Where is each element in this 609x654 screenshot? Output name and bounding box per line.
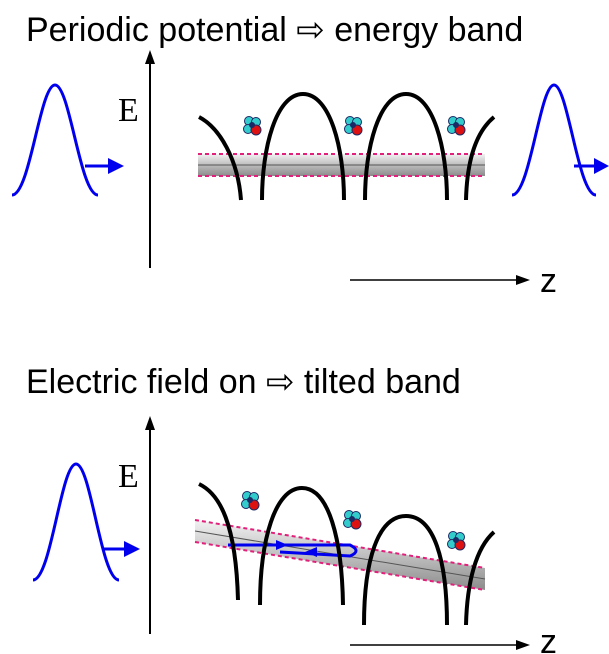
panel-bottom-title: Electric field on ⇨ tilted band: [26, 363, 461, 401]
z-axis-label: z: [540, 623, 557, 654]
oscillation-trajectory: [228, 540, 358, 558]
tilted-periodic-potential: [198, 482, 496, 626]
wave-packet-transmitted: [511, 83, 609, 197]
energy-axis: [145, 50, 155, 268]
wave-packet-incoming: [32, 462, 140, 582]
z-axis-label: z: [540, 262, 557, 300]
atom-icon: [243, 116, 262, 136]
periodic-potential: [198, 91, 496, 201]
z-axis: [350, 275, 530, 285]
atom-icon: [447, 116, 466, 136]
panel-top: E: [11, 50, 609, 300]
wave-packet-incoming: [11, 83, 124, 197]
atom-icon: [343, 510, 362, 530]
energy-axis-label: E: [118, 458, 139, 495]
energy-axis-label: E: [118, 92, 139, 129]
atom-icon: [241, 491, 260, 511]
energy-axis: [145, 416, 155, 634]
atom-icon: [447, 531, 466, 551]
panel-bottom: E: [32, 416, 557, 654]
atom-icon: [344, 116, 363, 136]
z-axis: [350, 640, 530, 650]
panel-top-title: Periodic potential ⇨ energy band: [26, 11, 524, 49]
